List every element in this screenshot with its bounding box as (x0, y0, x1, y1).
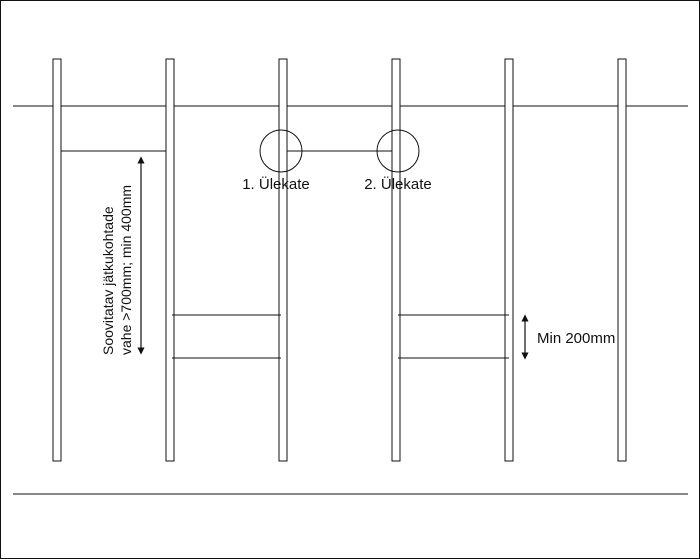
joint-spacing-label: Soovitatav jätkukohtade vahe >700mm; min… (100, 185, 134, 355)
vertical-post-3 (278, 58, 288, 462)
vertical-post-6 (617, 58, 627, 462)
vertical-post-5 (504, 58, 514, 462)
joint-spacing-label-line-2: vahe >700mm; min 400mm (118, 185, 134, 355)
min-gap-label: Min 200mm (537, 330, 615, 347)
overlap-label-1: 1. Ülekate (242, 175, 310, 193)
overlap-label-2: 2. Ülekate (364, 175, 432, 193)
vertical-post-1 (52, 58, 62, 462)
joint-spacing-label-line-1: Soovitatav jätkukohtade (100, 206, 116, 355)
vertical-post-4 (391, 58, 401, 462)
vertical-post-2 (165, 58, 175, 462)
